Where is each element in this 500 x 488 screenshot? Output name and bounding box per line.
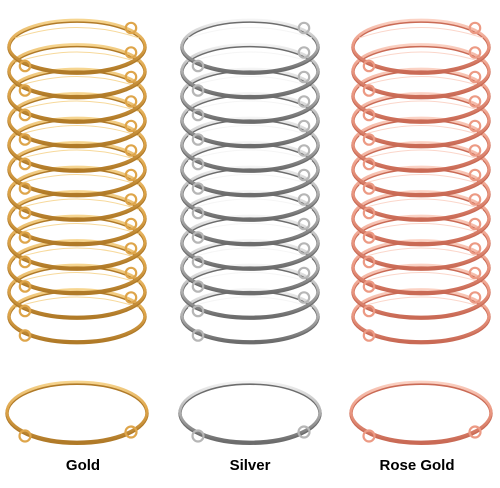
stacked-bangle [7,190,147,247]
sample-bangle-rose-gold [349,380,493,445]
stacked-bangle [7,92,147,149]
stacked-bangle [7,165,147,222]
stacked-bangle [7,18,147,75]
stacked-bangle [7,43,147,100]
stacked-bangle [351,263,491,320]
stacked-bangle [351,67,491,124]
stacked-bangle [351,239,491,296]
stacked-bangle [351,165,491,222]
stacked-bangle [180,67,320,124]
stacked-bangle [180,141,320,198]
sample-bangle-gold [5,380,149,445]
stacked-bangle [180,116,320,173]
stacked-bangle [351,190,491,247]
stacked-bangle [180,288,320,345]
variant-label-silver: Silver [229,457,271,474]
stacked-bangle [351,141,491,198]
stacked-bangle [180,92,320,149]
stacked-bangle [180,43,320,100]
stacked-bangle [351,214,491,271]
bangle-stack-rose-gold [351,18,491,345]
stacked-bangle [7,288,147,345]
stacked-bangle [7,263,147,320]
stacked-bangle [351,92,491,149]
variant-label-gold: Gold [65,457,101,474]
stacked-bangle [351,18,491,75]
stacked-bangle [180,18,320,75]
sample-bangle-silver [178,380,322,445]
stacked-bangle [351,116,491,173]
stacked-bangle [180,239,320,296]
stacked-bangle [7,141,147,198]
stacked-bangle [7,239,147,296]
stacked-bangle [7,214,147,271]
stacked-bangle [180,214,320,271]
stacked-bangle [180,263,320,320]
bangle-stack-silver [180,18,320,345]
bangle-stack-gold [7,18,147,345]
stacked-bangle [7,67,147,124]
stacked-bangle [351,288,491,345]
stacked-bangle [7,116,147,173]
stacked-bangle [180,165,320,222]
variant-label-rose-gold: Rose Gold [379,457,455,474]
stacked-bangle [351,43,491,100]
stacked-bangle [180,190,320,247]
